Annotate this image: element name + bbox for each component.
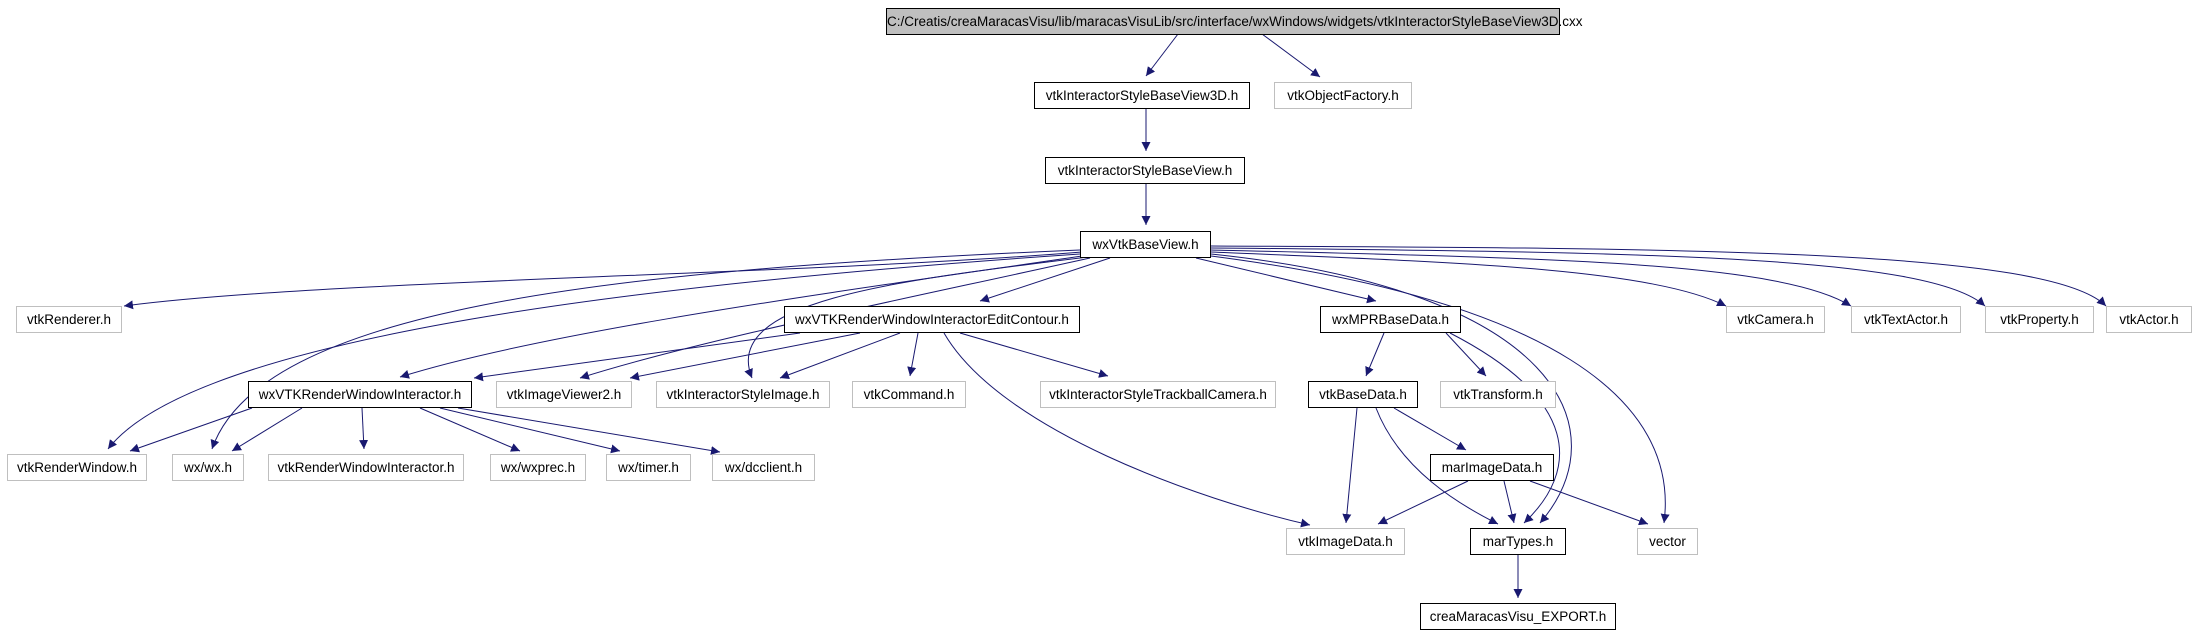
header-node-vtkproperty: vtkProperty.h: [1985, 306, 2094, 333]
edge-wxvtkbase-to-property: [1210, 247, 1986, 307]
edge-wxvtkrwi-to-dcclient: [457, 407, 721, 455]
header-node-vtkinteractorstylebaseview[interactable]: vtkInteractorStyleBaseView.h: [1045, 157, 1245, 184]
header-node-vtkinteractorstyletrackballcamera: vtkInteractorStyleTrackballCamera.h: [1040, 381, 1276, 408]
edge-editcontour-to-imageviewer2: [629, 332, 861, 381]
header-node-wxmprbasedata[interactable]: wxMPRBaseData.h: [1320, 306, 1461, 333]
edge-editcontour-to-isimage: [779, 332, 901, 380]
header-node-vtkbasedata[interactable]: vtkBaseData.h: [1308, 381, 1418, 408]
edge-root-to-isbv3d: [1145, 33, 1179, 77]
edge-marimagedata-to-imagedata: [1377, 480, 1469, 525]
edge-wxvtkbase-to-renderwindow: [107, 253, 1081, 450]
header-node-vtkinteractorstyleimage: vtkInteractorStyleImage.h: [656, 381, 830, 408]
header-node-marimagedata[interactable]: marImageData.h: [1430, 454, 1554, 481]
edge-wxvtkbase-to-vector: [1210, 255, 1670, 524]
edge-wxvtkbase-to-isimage: [744, 255, 1097, 379]
edge-wxvtkrwi-to-vtkrwi: [359, 407, 369, 450]
header-node-vtkrenderwindowinteractor: vtkRenderWindowInteractor.h: [268, 454, 464, 481]
edge-mprbase-to-basedata: [1365, 332, 1385, 377]
header-node-vtkrenderer: vtkRenderer.h: [16, 306, 122, 333]
header-node-vtkimageviewer2: vtkImageViewer2.h: [496, 381, 632, 408]
edge-wxvtkbase-to-wxwx: [210, 249, 1081, 450]
header-node-vtkinteractorstylebaseview3d[interactable]: vtkInteractorStyleBaseView3D.h: [1034, 82, 1250, 109]
header-node-wx-wx: wx/wx.h: [172, 454, 244, 481]
edge-editcontour-to-imagedata: [943, 332, 1311, 528]
edge-root-to-objfactory: [1261, 33, 1321, 78]
edge-mprbase-to-transform: [1445, 332, 1487, 377]
edge-wxvtkrwi-to-renderwindow: [129, 407, 253, 453]
edge-basedata-to-imagedata: [1342, 407, 1358, 524]
edge-wxvtkbase-to-textactor: [1210, 249, 1852, 307]
edge-wxvtkrwi-to-wxprec: [419, 407, 521, 452]
header-node-vtkactor: vtkActor.h: [2106, 306, 2192, 333]
header-node-vtkobjectfactory: vtkObjectFactory.h: [1274, 82, 1412, 109]
header-node-vtktextactor: vtkTextActor.h: [1851, 306, 1961, 333]
edge-wxvtkbase-to-renderer: [123, 251, 1083, 310]
header-node-vtkcamera: vtkCamera.h: [1726, 306, 1825, 333]
edge-mprbase-to-martypes: [1449, 332, 1561, 524]
edge-editcontour-to-trackball: [959, 332, 1109, 378]
edge-basedata-to-marimagedata: [1393, 407, 1467, 451]
edge-wxvtkbase-to-mprbase: [1195, 257, 1377, 304]
header-node-wxvtkrenderwindowinteractoreditcontour[interactable]: wxVTKRenderWindowInteractorEditContour.h: [784, 306, 1080, 333]
root-file-node[interactable]: C:/Creatis/creaMaracasVisu/lib/maracasVi…: [886, 8, 1583, 35]
header-node-wx-wxprec: wx/wxprec.h: [490, 454, 586, 481]
edge-editcontour-to-command: [907, 332, 919, 377]
header-node-martypes[interactable]: marTypes.h: [1470, 528, 1566, 555]
header-node-wxvtkbaseview[interactable]: wxVtkBaseView.h: [1080, 231, 1211, 258]
header-node-vector: vector: [1637, 528, 1698, 555]
header-node-wx-dcclient: wx/dcclient.h: [712, 454, 815, 481]
edge-marimagedata-to-vector: [1529, 480, 1649, 526]
header-node-vtkrenderwindow: vtkRenderWindow.h: [7, 454, 147, 481]
header-node-vtktransform: vtkTransform.h: [1440, 381, 1556, 408]
header-node-creamaracasvisu-export[interactable]: creaMaracasVisu_EXPORT.h: [1420, 603, 1616, 630]
edge-wxvtkbase-to-camera: [1210, 251, 1727, 307]
edge-wxvtkrwi-to-timer: [439, 407, 621, 454]
header-node-wx-timer: wx/timer.h: [606, 454, 691, 481]
header-node-vtkcommand: vtkCommand.h: [852, 381, 966, 408]
edge-wxvtkbase-to-martypes: [1210, 253, 1572, 524]
edge-basedata-to-martypes: [1375, 407, 1499, 525]
edge-wxvtkbase-to-editcontour: [979, 257, 1111, 303]
edge-wxvtkbase-to-actor: [1210, 245, 2107, 307]
edge-wxvtkrwi-to-wxwx: [231, 407, 303, 452]
header-node-vtkimagedata: vtkImageData.h: [1286, 528, 1405, 555]
edge-marimagedata-to-martypes: [1503, 480, 1517, 524]
edge-editcontour-to-wxvtkrwi: [473, 332, 801, 382]
header-node-wxvtkrenderwindowinteractor[interactable]: wxVTKRenderWindowInteractor.h: [248, 381, 472, 408]
